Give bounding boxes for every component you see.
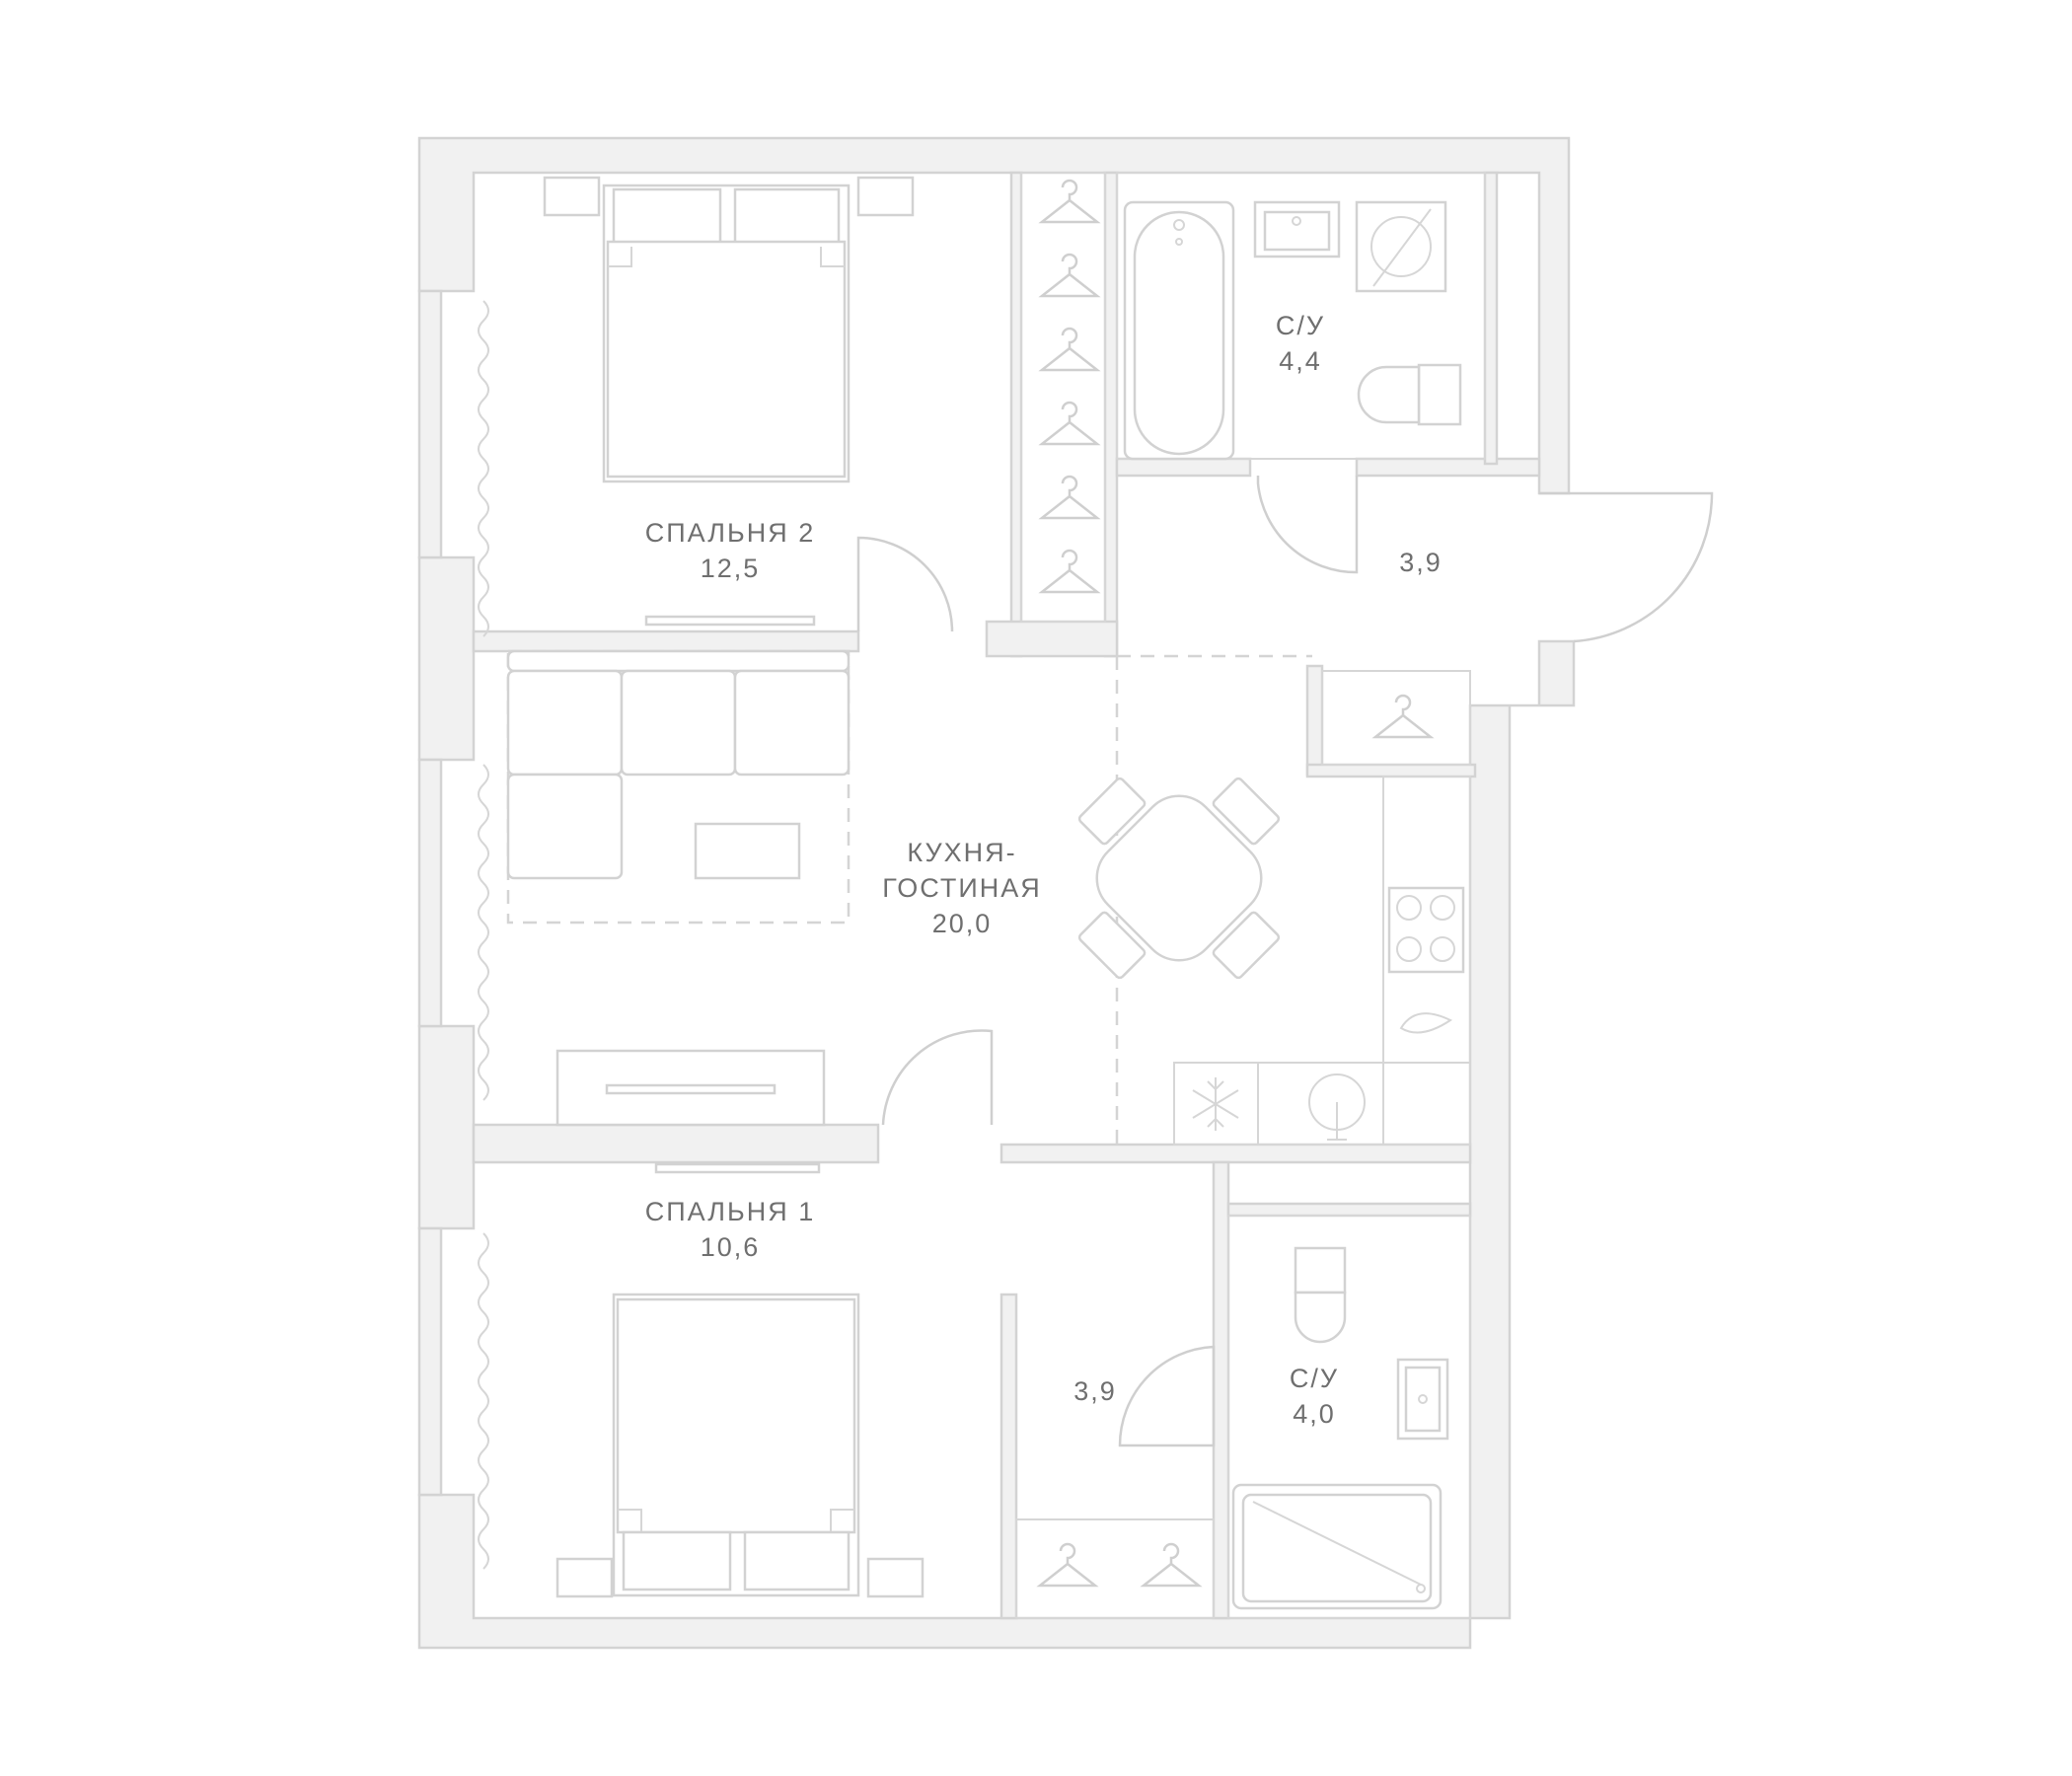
room-label-hall-bottom: 3,9	[1073, 1373, 1117, 1409]
room-label-bathroom-bottom: С/У 4,0	[1290, 1361, 1339, 1432]
room-label-bathroom-top: С/У 4,4	[1276, 308, 1325, 379]
room-name: СПАЛЬНЯ 1	[644, 1197, 816, 1226]
room-area: 20,0	[931, 909, 993, 938]
doors	[856, 476, 1714, 1447]
room-name-line2: ГОСТИНАЯ	[882, 873, 1042, 903]
bathroom-bottom-fixtures	[1227, 1215, 1471, 1619]
wardrobe-entrance	[1321, 670, 1471, 766]
wardrobe-bottom	[1015, 1518, 1215, 1619]
room-area: 3,9	[1399, 548, 1443, 577]
interior-walls	[472, 171, 1541, 1620]
room-name: СПАЛЬНЯ 2	[644, 518, 816, 548]
room-label-bedroom1: СПАЛЬНЯ 1 10,6	[645, 1194, 815, 1265]
exterior-walls	[417, 136, 1576, 1650]
wardrobe-top	[1020, 172, 1106, 623]
room-area: 3,9	[1073, 1376, 1117, 1406]
room-label-bedroom2: СПАЛЬНЯ 2 12,5	[645, 515, 815, 586]
room-name: С/У	[1275, 311, 1326, 340]
kitchen-furniture	[1077, 654, 1471, 1146]
bedroom1-furniture	[555, 1293, 925, 1598]
living-furniture	[506, 649, 851, 1174]
room-area: 4,4	[1279, 346, 1322, 376]
room-label-hall-top: 3,9	[1399, 545, 1443, 580]
room-area: 12,5	[700, 554, 761, 583]
room-area: 10,6	[700, 1232, 761, 1262]
bathroom-top-fixtures	[1116, 172, 1486, 461]
room-label-kitchen-living: КУХНЯ- ГОСТИНАЯ 20,0	[882, 835, 1042, 941]
room-name: С/У	[1289, 1364, 1340, 1393]
snowflake-icon	[1192, 1077, 1239, 1131]
room-area: 4,0	[1293, 1399, 1336, 1429]
room-name-line1: КУХНЯ-	[907, 838, 1017, 867]
bedroom2-furniture	[478, 176, 915, 1570]
